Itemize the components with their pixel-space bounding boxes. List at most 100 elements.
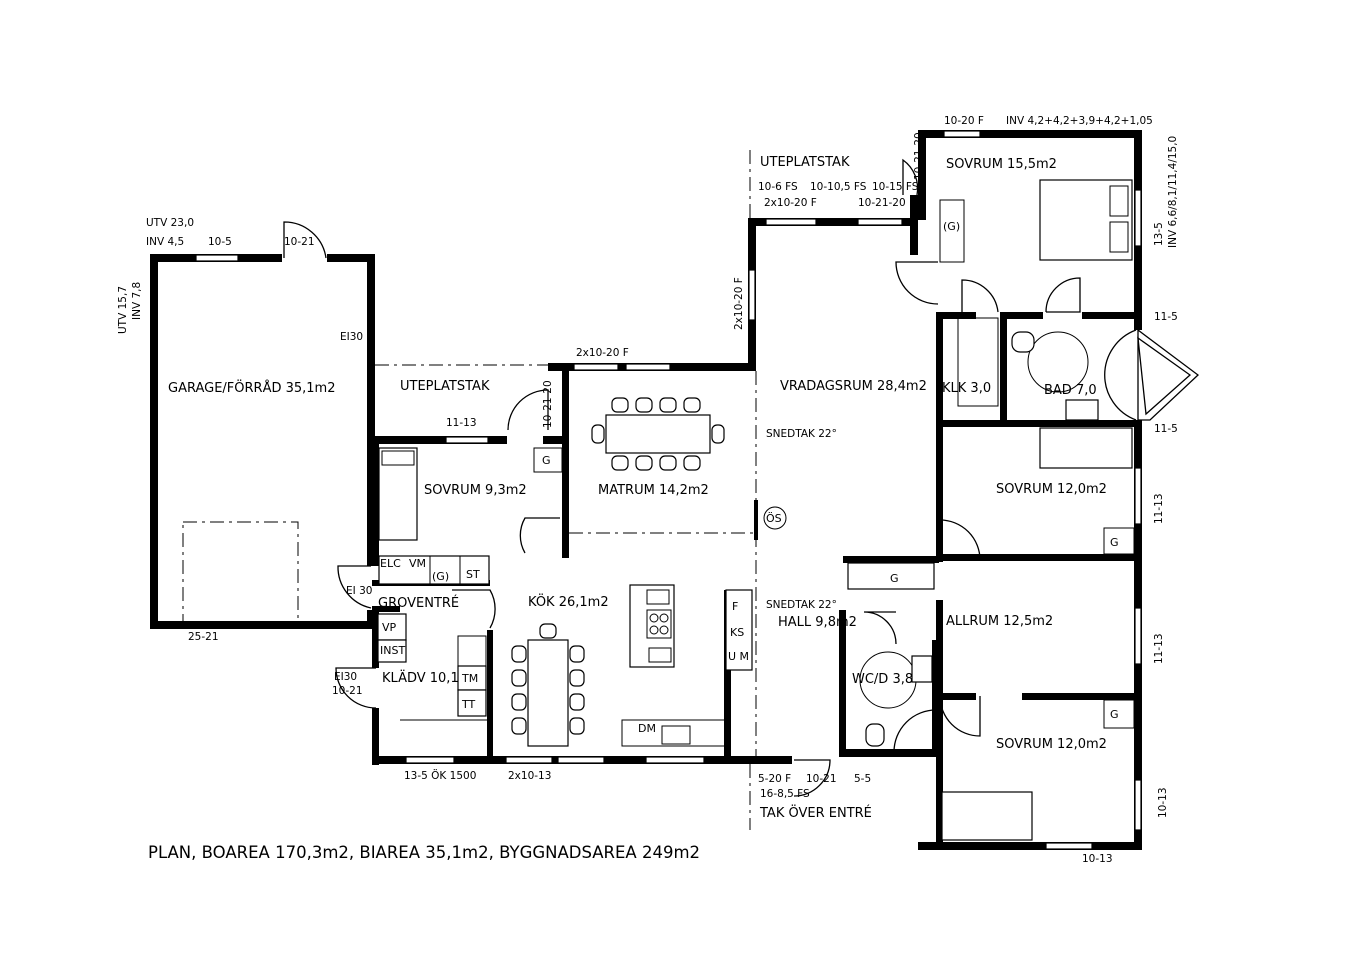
wall-sovrum93-top — [367, 436, 507, 444]
wc-sink — [911, 655, 933, 683]
room-sovrum155: SOVRUM 15,5m2 — [946, 157, 1057, 172]
label-utv-157: UTV 15,7 — [117, 286, 129, 334]
chair — [569, 717, 585, 735]
label-w-10-21-e: 10-21 — [806, 773, 837, 785]
bed-sovrum120a — [1039, 427, 1133, 469]
label-inv-right: INV 6,6/8,1/11,4/15,0 — [1167, 136, 1179, 248]
label-w-2x10-20f-b: 2x10-20 F — [733, 277, 745, 330]
chair — [611, 455, 629, 471]
wall-sovrum155-bottom — [936, 312, 976, 319]
label-w-10-15fs: 10-15 FS — [872, 181, 919, 193]
door-uteplats — [507, 389, 549, 431]
plan-caption: PLAN, BOAREA 170,3m2, BIAREA 35,1m2, BYG… — [148, 843, 700, 862]
label-w-10-21-20b: 10-21-20 — [858, 197, 906, 209]
bed-sovrum120b — [941, 791, 1033, 841]
window-bottom-c — [557, 756, 605, 764]
chair — [511, 717, 527, 735]
hob-ring — [659, 613, 669, 623]
wall-top-left-r — [918, 130, 926, 220]
label-w-10-13-b: 10-13 — [1082, 853, 1113, 865]
wall-allrum-bottom-b — [1022, 693, 1136, 700]
wc-toilet — [865, 723, 885, 747]
wall-sovrum93-right-a — [562, 476, 569, 558]
door-sovrum155 — [895, 261, 939, 305]
room-tak-entre: TAK ÖVER ENTRÉ — [759, 804, 872, 821]
room-bad: BAD 7,0 — [1044, 383, 1097, 398]
window-garage — [195, 254, 239, 262]
chairs-kok — [511, 623, 585, 735]
wall-vardag-right-a — [910, 195, 918, 255]
wall-klk-right — [1000, 312, 1007, 424]
window-matrum-b — [625, 363, 671, 371]
label-snedtak-a: SNEDTAK 22° — [766, 428, 837, 440]
door-bad — [1045, 277, 1081, 313]
label-dm: DM — [638, 722, 656, 735]
room-groventre: GROVENTRÉ — [378, 595, 459, 611]
chair — [591, 424, 605, 444]
window-allrum-right — [1134, 607, 1142, 665]
wall-sovrum155-bottom-b — [1003, 312, 1043, 319]
label-g4: G — [1110, 708, 1119, 721]
label-ei30-b: EI 30 — [346, 585, 372, 597]
door-allrum — [939, 519, 981, 561]
door-klk — [961, 279, 999, 313]
door-wc — [893, 709, 937, 753]
chairs-matrum — [591, 397, 725, 471]
door-hall — [863, 611, 897, 645]
label-vp: VP — [382, 621, 397, 634]
room-labels: GARAGE/FÖRRÅD 35,1m2 UTEPLATSTAK UTEPLAT… — [168, 155, 1107, 821]
room-garage: GARAGE/FÖRRÅD 35,1m2 — [168, 379, 336, 396]
label-vm: VM — [409, 557, 426, 570]
room-kok: KÖK 26,1m2 — [528, 593, 609, 610]
wall-left-wing-a — [372, 444, 379, 566]
garage-wall-right-b — [367, 610, 375, 629]
label-w-11-5a: 11-5 — [1154, 311, 1178, 323]
chair — [511, 669, 527, 687]
os-circle — [763, 506, 787, 530]
window-sovrum93 — [445, 436, 489, 444]
wall-right-wing-left — [936, 312, 943, 562]
wall-bad-bottom — [936, 420, 1136, 427]
label-inv-45: INV 4,5 — [146, 236, 184, 248]
label-w-10-105fs: 10-10,5 FS — [810, 181, 867, 193]
bed-pillow-155a — [1109, 185, 1129, 217]
bed-sovrum93 — [378, 447, 418, 541]
bad-toilet — [1011, 331, 1035, 353]
chair — [569, 645, 585, 663]
label-w-2x10-13: 2x10-13 — [508, 770, 551, 782]
bed-pillow-155b — [1109, 221, 1129, 253]
label-g-kladsk: (G) — [432, 570, 449, 583]
label-um: U M — [728, 650, 749, 663]
chair — [659, 397, 677, 413]
label-w-10-13-r: 10-13 — [1157, 787, 1169, 818]
garage-wall-right-a — [367, 254, 375, 566]
wall-hall-left — [839, 610, 846, 756]
door-kladv-ext — [335, 667, 377, 709]
window-vardag-left — [748, 269, 756, 321]
room-sovrum120a: SOVRUM 12,0m2 — [996, 482, 1107, 497]
wall-kitchen-right — [724, 590, 731, 756]
chair — [511, 645, 527, 663]
room-vardagsrum: VRADAGSRUM 28,4m2 — [780, 379, 927, 394]
car-outline — [182, 521, 299, 623]
wall-vardag-top — [748, 218, 918, 226]
chair — [635, 397, 653, 413]
chair — [611, 397, 629, 413]
window-sovrum155-top — [943, 130, 981, 138]
door-entre — [793, 759, 831, 797]
wall-wc-bottom — [839, 749, 938, 757]
chair — [539, 623, 557, 639]
wall-kladv-top — [372, 606, 400, 612]
sink-bottom — [661, 725, 691, 745]
klk-shelf — [957, 317, 999, 407]
hob-ring — [659, 625, 669, 635]
chair — [683, 397, 701, 413]
island-hob — [646, 609, 672, 639]
label-st: ST — [466, 568, 480, 581]
label-g-bed: (G) — [943, 220, 960, 233]
utility-row — [378, 555, 490, 585]
window-vardag-top-b — [857, 218, 903, 226]
label-inv-top: INV 4,2+4,2+3,9+4,2+1,05 — [1006, 115, 1153, 127]
label-ei30-a: EI30 — [340, 331, 363, 343]
label-f: F — [732, 600, 738, 613]
